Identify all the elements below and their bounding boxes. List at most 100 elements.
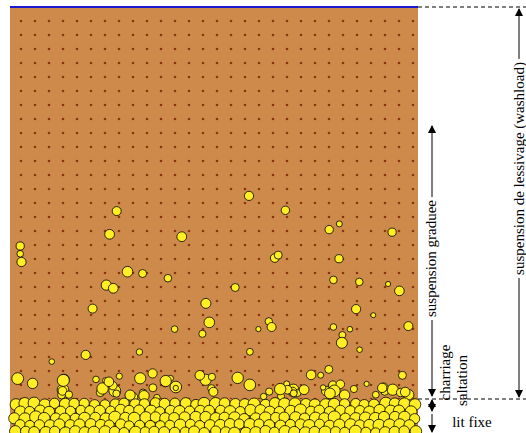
sediment-grain	[269, 427, 279, 433]
sediment-grain	[260, 393, 266, 399]
sediment-grain	[16, 242, 24, 250]
sediment-grain	[361, 427, 371, 433]
sediment-grain	[325, 225, 333, 233]
sediment-grain	[289, 426, 300, 433]
sediment-grain	[244, 191, 253, 200]
sediment-grain	[209, 387, 218, 396]
zone-label: charriage	[437, 341, 454, 403]
zone-label: suspension de lessivage (washload)	[511, 59, 526, 278]
sediment-grain	[274, 251, 282, 259]
sediment-grain	[386, 281, 391, 286]
sediment-grain	[266, 388, 273, 395]
sediment-grain	[104, 377, 114, 387]
washload-dots	[10, 14, 418, 399]
sediment-grain	[112, 207, 121, 216]
sediment-grain	[177, 232, 187, 242]
sediment-grain	[139, 270, 147, 278]
sediment-grain	[330, 427, 340, 433]
sediment-grain	[290, 390, 297, 397]
sediment-grain	[171, 326, 178, 333]
sediment-grain	[50, 426, 60, 433]
sediment-grain	[306, 370, 316, 380]
water-surface	[10, 6, 418, 8]
sediment-grain	[122, 266, 133, 277]
sediment-grain	[410, 426, 422, 433]
sediment-grain	[199, 330, 206, 337]
sediment-grain	[149, 384, 157, 392]
sediment-grain	[231, 284, 239, 292]
sediment-grain	[336, 337, 347, 348]
zone-label: saltation	[453, 352, 470, 409]
sediment-grain	[319, 426, 331, 433]
sediment-grain	[244, 379, 256, 391]
sediment-grain	[325, 388, 336, 399]
range-arrows	[432, 9, 519, 432]
sediment-grain	[109, 426, 119, 433]
sediment-grain	[204, 317, 215, 328]
sediment-grain	[201, 298, 211, 308]
sediment-grain	[136, 349, 142, 355]
sediment-grain	[299, 385, 309, 395]
sediment-grain	[57, 374, 69, 386]
zone-label: lit fixe	[449, 414, 495, 431]
sediment-grain	[170, 381, 182, 393]
sediment-grain	[281, 206, 289, 214]
sediment-grain	[325, 365, 333, 373]
sediment-grain	[352, 305, 361, 314]
sediment-grain	[398, 371, 406, 379]
sediment-grain	[247, 348, 254, 355]
zone-label: suspension graduee	[424, 196, 441, 319]
sediment-grain	[388, 228, 396, 236]
sediment-grain	[195, 371, 205, 381]
sediment-grain	[347, 326, 353, 332]
sediment-grain	[229, 427, 241, 433]
sediment-grain	[116, 373, 122, 379]
sediment-grain	[357, 347, 363, 353]
sediment-grain	[10, 426, 22, 433]
sediment-grain	[164, 274, 172, 282]
sediment-grain	[350, 385, 357, 392]
sediment-grain	[404, 322, 413, 331]
sediment-grain	[400, 387, 410, 397]
sediment-grain	[88, 426, 100, 433]
sediment-grain	[208, 373, 215, 380]
sediment-grain	[267, 323, 276, 332]
sediment-grain	[330, 324, 337, 331]
sediment-grain	[256, 327, 261, 332]
particles	[9, 191, 422, 433]
sediment-grain	[17, 257, 26, 266]
sediment-grain	[320, 385, 325, 390]
sediment-grain	[232, 372, 243, 383]
sediment-grain	[371, 313, 376, 318]
sediment-grain	[275, 383, 286, 394]
sediment-grain	[309, 426, 320, 433]
sediment-grain	[211, 426, 221, 433]
sediment-grain	[335, 255, 343, 263]
sediment-grain	[336, 221, 342, 227]
sediment-grain	[27, 378, 37, 388]
sediment-grain	[93, 376, 100, 383]
sediment-grain	[399, 426, 410, 433]
water-column	[10, 7, 418, 433]
sediment-grain	[65, 391, 72, 398]
sediment-grain	[169, 427, 180, 433]
sediment-grain	[318, 372, 324, 378]
sediment-grain	[17, 251, 24, 258]
sediment-grain	[340, 427, 350, 433]
sediment-grain	[349, 425, 361, 433]
sediment-grain	[395, 286, 405, 296]
sediment-grain	[199, 428, 210, 433]
sediment-grain	[364, 381, 369, 386]
sediment-grain	[148, 369, 157, 378]
sediment-grain	[105, 229, 115, 239]
sediment-grain	[129, 426, 141, 433]
sediment-grain	[12, 373, 24, 385]
sediment-grain	[159, 427, 170, 433]
sediment-grain	[135, 373, 146, 384]
sediment-grain	[113, 390, 120, 397]
sediment-grain	[49, 359, 55, 365]
sediment-grain	[160, 375, 171, 386]
sediment-grain	[119, 428, 129, 433]
sediment-grain	[88, 304, 97, 313]
sediment-grain	[372, 391, 379, 398]
